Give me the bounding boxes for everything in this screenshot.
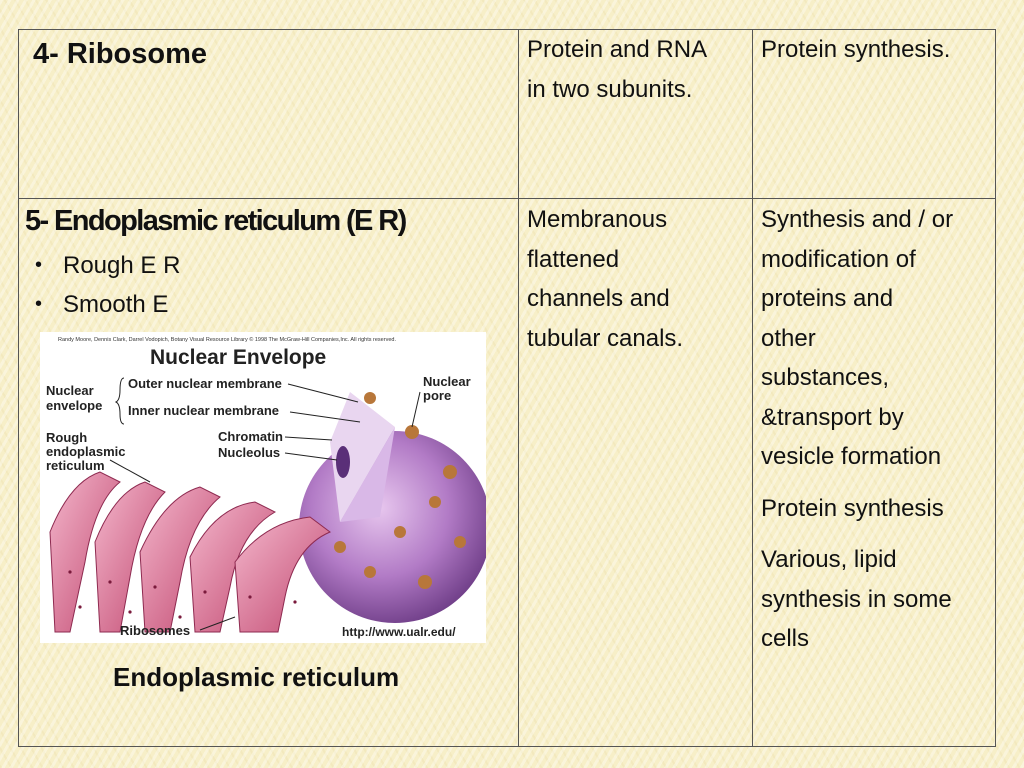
label-nuclear-pore: Nuclear [423, 374, 471, 389]
er-function-line: &transport by [761, 403, 904, 431]
er-types-list: Rough E R Smooth E [25, 246, 406, 324]
ribosome-structure: Protein and RNA in two subunits. [527, 30, 707, 109]
er-function-line: synthesis in some [761, 585, 952, 613]
er-structure-line: flattened [527, 245, 620, 273]
label-url: http://www.ualr.edu/ [342, 625, 456, 639]
er-function-line: Various, lipid [761, 546, 897, 573]
er-function: Synthesis and / or modification of prote… [761, 200, 953, 659]
label-inner-membrane: Inner nuclear membrane [128, 403, 279, 418]
label-rough-er: reticulum [46, 458, 105, 473]
ribosome-function-line: Protein synthesis. [761, 36, 951, 63]
organelle-table: 4- Ribosome Protein and RNA in two subun… [18, 29, 996, 747]
er-function-group-2: Protein synthesis [761, 489, 953, 529]
label-rough-er: Rough [46, 430, 87, 445]
list-item: Rough E R [25, 246, 406, 285]
er-function-line: vesicle formation [761, 443, 942, 470]
ribosome-structure-line: in two subunits. [527, 75, 693, 103]
nucleus-sphere [299, 431, 486, 623]
er-function-line: other [761, 324, 816, 352]
er-structure-line: tubular canals. [527, 324, 684, 352]
ribosome-dots [68, 570, 297, 619]
er-structure-line: channels and [527, 285, 670, 312]
er-function-group-1: Synthesis and / or modification of prote… [761, 200, 953, 477]
er-heading-block: 5- Endoplasmic reticulum (E R) Rough E R… [25, 202, 407, 324]
er-function-line: Protein synthesis [761, 494, 944, 522]
rough-er-folds [49, 471, 331, 633]
er-structure-line: Membranous [527, 206, 668, 233]
label-leaders [109, 377, 421, 631]
nuclear-envelope-figure: Randy Moore, Dennis Clark, Darrel Vodopi… [40, 332, 486, 643]
list-item: Smooth E [25, 285, 406, 324]
figure-caption: Endoplasmic reticulum [113, 662, 400, 692]
nucleus-cutaway [330, 392, 395, 522]
label-nucleolus: Nucleolus [218, 445, 280, 460]
er-structure: Membranous flattened channels and tubula… [527, 200, 683, 358]
nuclear-pores [334, 392, 466, 589]
ribosome-structure-line: Protein and RNA [527, 36, 708, 63]
label-nuclear-envelope: Nuclear [46, 383, 94, 398]
er-function-group-3: Various, lipid synthesis in some cells [761, 540, 953, 659]
column-divider-2 [752, 30, 753, 746]
ribosome-title: 4- Ribosome [33, 38, 208, 70]
er-function-line: proteins and [761, 285, 894, 312]
label-outer-membrane: Outer nuclear membrane [128, 376, 282, 391]
er-function-line: modification of [761, 245, 916, 273]
nucleolus-shape [336, 446, 350, 478]
label-ribosomes: Ribosomes [120, 623, 190, 638]
er-function-line: cells [761, 625, 810, 652]
ribosome-function: Protein synthesis. [761, 30, 950, 70]
figure-heading: Nuclear Envelope [150, 346, 326, 369]
label-rough-er: endoplasmic [46, 444, 125, 459]
row-divider [19, 198, 995, 199]
label-nuclear-pore: pore [423, 388, 451, 403]
er-title: 5- Endoplasmic reticulum (E R) [25, 205, 407, 237]
figure-credit: Randy Moore, Dennis Clark, Darrel Vodopi… [58, 336, 396, 343]
label-chromatin: Chromatin [218, 429, 283, 444]
er-function-line: Synthesis and / or [761, 206, 954, 233]
label-nuclear-envelope: envelope [46, 398, 102, 413]
er-function-line: substances, [761, 364, 890, 391]
column-divider-1 [518, 30, 519, 746]
nucleus-cutaway-inner [340, 427, 395, 522]
